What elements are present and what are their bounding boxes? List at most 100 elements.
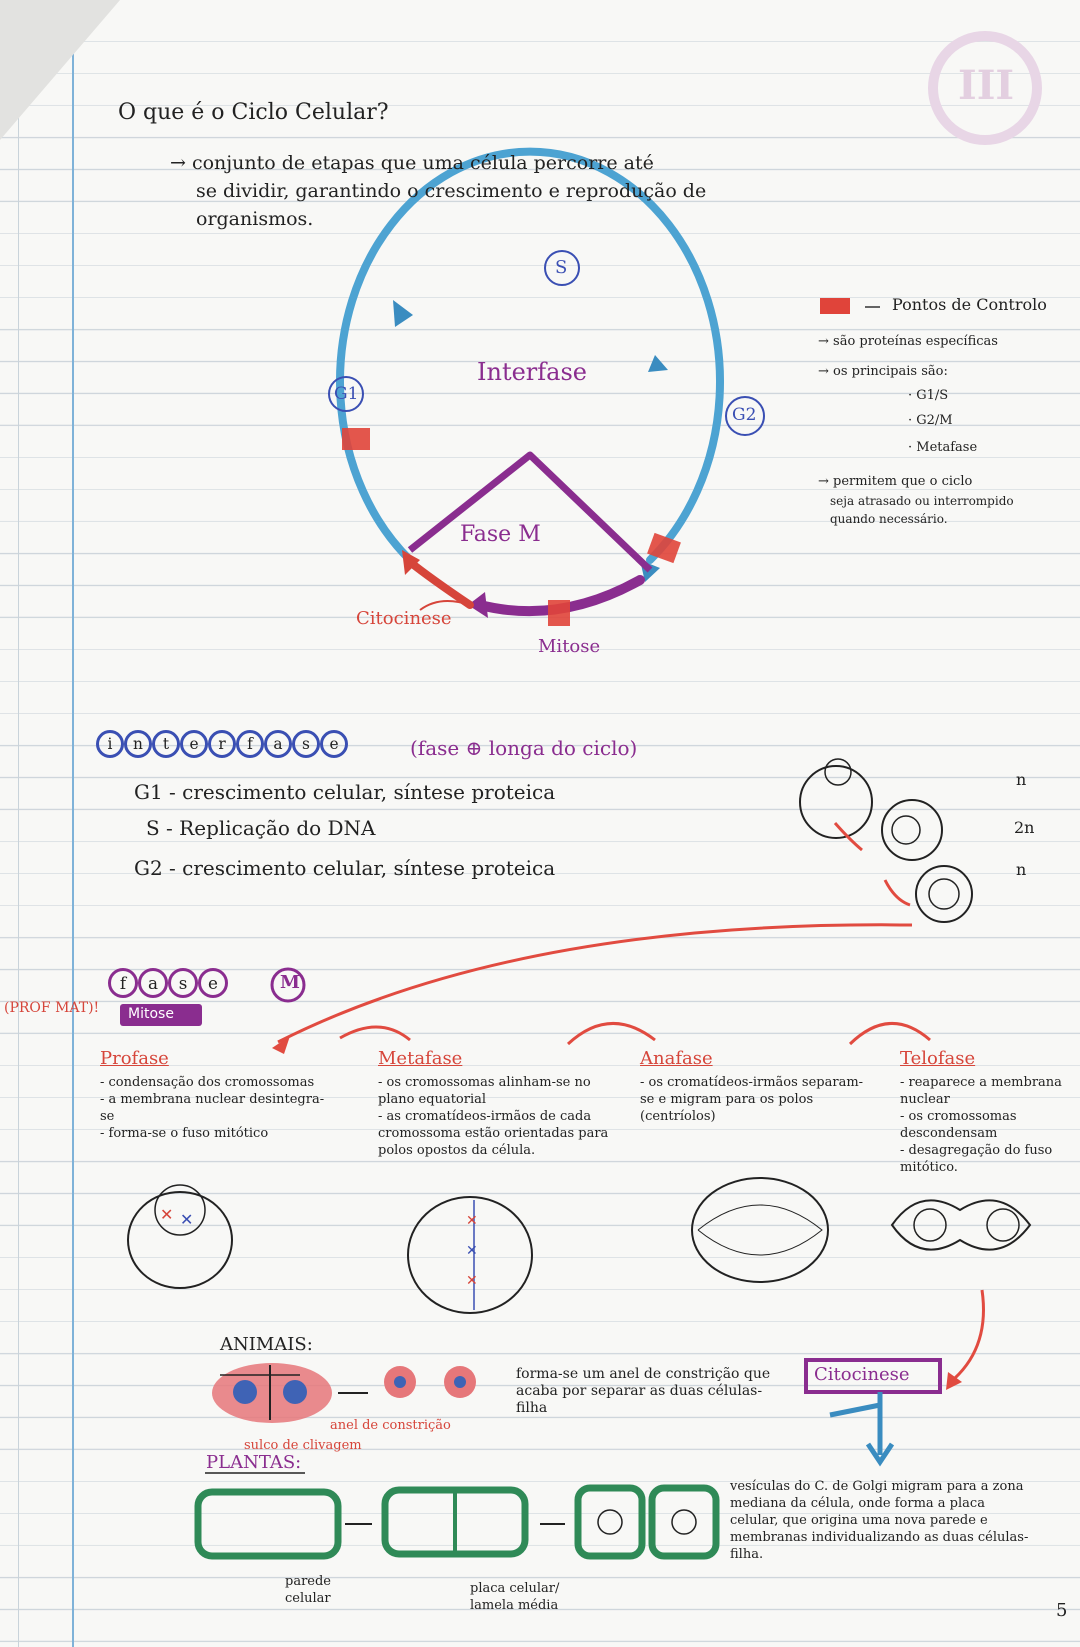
checkpoint-item-g1s: · G1/S [908, 388, 949, 403]
fase-m-label: Fase M [460, 522, 541, 547]
phase-text-metafase: - os cromossomas alinham-se no plano equ… [378, 1075, 609, 1158]
svg-text:✕: ✕ [466, 1243, 478, 1259]
cell-2n [881, 799, 943, 861]
mitose-label: Mitose [538, 636, 601, 657]
cell-n-1-nucleus [824, 758, 852, 786]
fase-title-letter: f [108, 968, 138, 998]
svg-text:✕: ✕ [160, 1205, 173, 1224]
fase-title-letter: e [198, 968, 228, 998]
interfase-g2: G2 - crescimento celular, síntese protei… [134, 856, 556, 880]
interfase-title-letter: n [124, 730, 152, 758]
phase-name-profase: Profase [100, 1048, 169, 1069]
animal-daughter-1-nucleus [394, 1376, 406, 1388]
mitose-arrowhead [468, 592, 488, 618]
interfase-title-letter: s [292, 730, 320, 758]
plant-cell-1 [194, 1488, 342, 1560]
arc-anafase-telofase [848, 1022, 931, 1046]
interfase-title-letter: r [208, 730, 236, 758]
interfase-to-profase-arrow [277, 923, 913, 1044]
animais-label: ANIMAIS: [220, 1334, 313, 1355]
page-number: 5 [1056, 1600, 1068, 1621]
arc-metafase-anafase [566, 1021, 656, 1046]
m-circle [270, 967, 306, 1003]
citocinese-pointer [419, 600, 471, 611]
profase-arrowhead [272, 1036, 290, 1054]
interfase-label: Interfase [477, 358, 587, 386]
plantas-description: vesículas do C. de Golgi migram para a z… [730, 1479, 1029, 1562]
g1-circle [328, 376, 364, 412]
animais-description: forma-se um anel de constrição que acaba… [516, 1366, 771, 1416]
fase-title-letter: a [138, 968, 168, 998]
ploidy-n-1: n [1016, 770, 1027, 789]
checkpoints-line-1: → são proteínas específicas [818, 334, 998, 349]
cell-arrow-1 [833, 822, 863, 852]
plant-daughter-2-nucleus [671, 1509, 697, 1535]
telofase-cell [890, 1199, 1032, 1251]
checkpoints-line-3: → permitem que o ciclo [818, 474, 973, 489]
citocinese-arc [406, 558, 474, 609]
interfase-title-letter: e [180, 730, 208, 758]
ploidy-2n: 2n [1014, 818, 1035, 837]
question-title: O que é o Ciclo Celular? [118, 100, 389, 125]
anel-label: anel de constrição [330, 1418, 451, 1433]
plant-daughter-1 [574, 1484, 646, 1560]
mitose-badge: Mitose [128, 1006, 174, 1022]
definition-line-2: se dividir, garantindo o crescimento e r… [196, 180, 707, 202]
plant-daughter-1-nucleus [597, 1509, 623, 1535]
sulco-label: sulco de clivagem [244, 1438, 362, 1453]
ploidy-n-2: n [1016, 860, 1027, 879]
checkpoint-item-metafase: · Metafase [908, 440, 978, 455]
checkpoints-title: Pontos de Controlo [892, 295, 1047, 314]
interfase-title-letter: a [264, 730, 292, 758]
checkpoints-line-4: seja atrasado ou interrompido [830, 494, 1014, 508]
animal-nucleus-2 [283, 1380, 307, 1404]
checkpoints-line-5: quando necessário. [830, 512, 948, 526]
fase-m-shape [407, 451, 653, 573]
plantas-label: PLANTAS: [206, 1452, 302, 1473]
phase-name-metafase: Metafase [378, 1048, 463, 1069]
animal-cell-dividing [212, 1363, 332, 1423]
page-corner-fold [0, 0, 120, 140]
phase-text-telofase: - reaparece a membrana nuclear - os crom… [900, 1075, 1062, 1175]
cell-arrow-2 [883, 879, 911, 907]
anafase-cell [691, 1177, 829, 1283]
g1-label: G1 [334, 384, 359, 404]
citocinese-badge: Citocinese [814, 1364, 910, 1385]
checkpoint-g1s [342, 428, 370, 450]
citocinese-badge-box [804, 1358, 942, 1394]
definition-line-1: → conjunto de etapas que uma célula perc… [170, 152, 654, 174]
fase-title-letter: s [168, 968, 198, 998]
s-label: S [555, 257, 568, 278]
svg-text:✕: ✕ [466, 1273, 478, 1289]
interfase-title-letter: t [152, 730, 180, 758]
phase-text-profase: - condensação dos cromossomas - a membra… [100, 1075, 325, 1141]
cycle-arrow-2 [648, 355, 668, 372]
definition-line-3: organismos. [196, 208, 314, 230]
citocinese-left-arrow [829, 1402, 881, 1418]
interfase-s: S - Replicação do DNA [146, 816, 376, 840]
citocinese-badge-arrowhead [946, 1372, 962, 1390]
mitose-badge-bg [120, 1004, 202, 1026]
page-badge: III [958, 62, 1015, 109]
g2-circle [725, 396, 765, 436]
checkpoint-metafase [548, 600, 570, 626]
plant-daughter-2 [648, 1484, 720, 1560]
metafase-cell: ✕ ✕ ✕ [407, 1196, 533, 1314]
citocinese-label: Citocinese [356, 608, 452, 629]
cell-n-2-nucleus [928, 878, 960, 910]
cell-n-1 [799, 765, 873, 839]
telofase-to-citocinese-arrow [953, 1289, 985, 1380]
cell-n-2 [915, 865, 973, 923]
svg-text:✕: ✕ [180, 1210, 193, 1229]
margin-line [72, 0, 74, 1647]
s-circle [544, 250, 580, 286]
phase-text-anafase: - os cromatídeos-irmãos separam-se e mig… [640, 1075, 864, 1124]
checkpoint-g2m [647, 532, 681, 564]
placa-label: placa celular/ lamela média [470, 1581, 560, 1613]
arc-profase-metafase [339, 1025, 411, 1042]
interfase-subtitle: (fase ⊕ longa do ciclo) [410, 736, 638, 760]
animal-daughter-2-nucleus [454, 1376, 466, 1388]
interfase-g1: G1 - crescimento celular, síntese protei… [134, 780, 556, 804]
